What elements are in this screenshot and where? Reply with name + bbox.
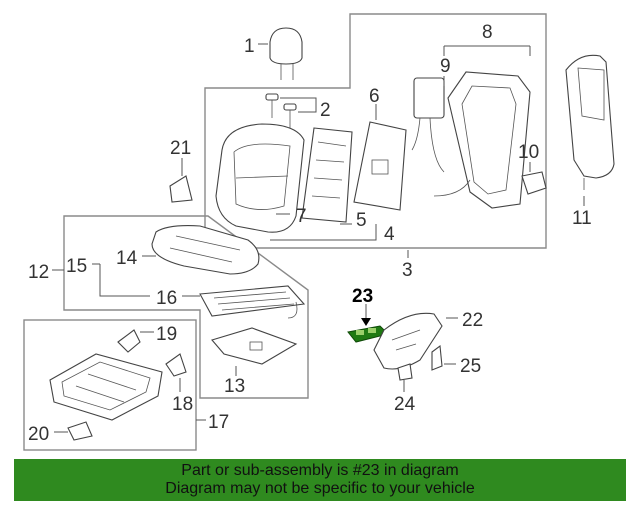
callout-2: 2 <box>320 100 331 121</box>
callout-23[interactable]: 23 <box>352 286 373 307</box>
callout-25: 25 <box>460 356 481 377</box>
callout-15: 15 <box>66 256 87 277</box>
cushion-frame <box>199 285 306 319</box>
seat-back-pad <box>301 127 353 223</box>
callout-17: 17 <box>208 412 229 433</box>
callout-13: 13 <box>224 376 245 397</box>
cover-cap <box>431 344 443 371</box>
bracket <box>117 329 141 353</box>
callout-22: 22 <box>462 310 483 331</box>
callout-4: 4 <box>384 224 395 245</box>
headrest-guides <box>265 93 297 128</box>
seat-back-frame <box>433 71 531 209</box>
callout-20: 20 <box>28 424 49 445</box>
wiring-harness <box>411 77 445 173</box>
info-banner: Part or sub-assembly is #23 in diagram D… <box>14 459 626 501</box>
callout-14: 14 <box>116 248 138 269</box>
callout-9: 9 <box>440 56 451 77</box>
seat-back-cover <box>215 123 305 233</box>
callout-1: 1 <box>244 36 255 57</box>
headrest <box>269 27 303 80</box>
callout-19: 19 <box>156 324 177 345</box>
cushion-mat <box>211 327 298 365</box>
lumbar-actuator <box>521 171 547 195</box>
lever <box>165 353 187 377</box>
callout-24: 24 <box>394 394 416 415</box>
seat-track <box>49 353 163 421</box>
trim-cover <box>169 175 193 203</box>
cushion-group-box <box>63 215 309 399</box>
callout-7: 7 <box>296 206 307 227</box>
callout-18: 18 <box>172 394 193 415</box>
callout-8: 8 <box>482 22 493 43</box>
callout-21: 21 <box>170 138 191 159</box>
seat-side-cover <box>373 312 443 370</box>
callout-12: 12 <box>28 262 49 283</box>
callout-16: 16 <box>156 288 177 309</box>
cushion-cover <box>151 225 260 275</box>
callout-10: 10 <box>518 142 539 163</box>
motor <box>67 421 93 441</box>
callout-11: 11 <box>572 208 592 229</box>
seat-back-panel <box>565 54 615 190</box>
back-board <box>353 121 407 211</box>
banner-line-1: Part or sub-assembly is #23 in diagram <box>181 462 459 479</box>
seat-track-group-box <box>23 319 197 451</box>
callout-3: 3 <box>402 260 413 281</box>
knob <box>397 363 413 381</box>
callout-5: 5 <box>356 210 367 231</box>
banner-line-2: Diagram may not be specific to your vehi… <box>165 480 475 497</box>
callout-6: 6 <box>369 86 380 107</box>
